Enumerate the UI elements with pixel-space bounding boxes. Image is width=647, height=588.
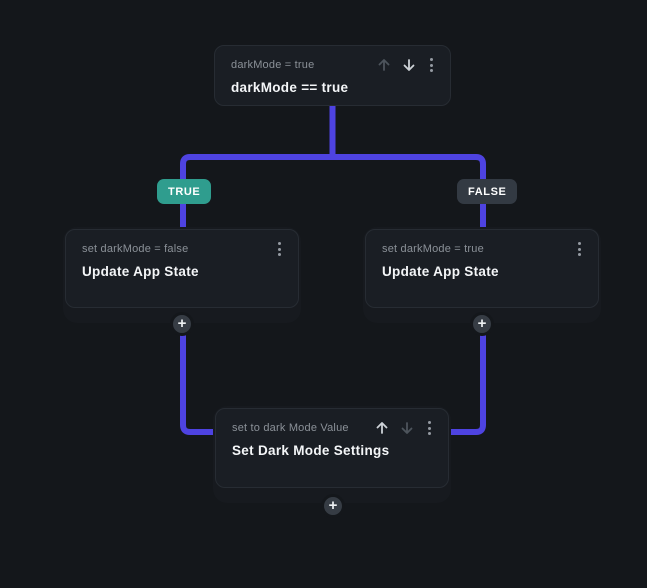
condition-node[interactable]: darkMode = true darkMode == true — [214, 45, 451, 106]
merge-node-title: Set Dark Mode Settings — [232, 443, 390, 458]
move-up-icon[interactable] — [374, 420, 390, 436]
merge-node[interactable]: set to dark Mode Value — [215, 408, 449, 488]
true-branch-node-title: Update App State — [82, 264, 199, 279]
condition-node-title: darkMode == true — [231, 80, 349, 95]
add-action-button-false-branch[interactable]: + — [470, 312, 494, 336]
true-branch-node-wrapper: set darkMode = false Update App State — [63, 227, 301, 323]
false-branch-node-title: Update App State — [382, 264, 499, 279]
condition-node-subtitle: darkMode = true — [231, 59, 315, 71]
true-branch-node-subtitle: set darkMode = false — [82, 243, 189, 255]
connector-group — [180, 106, 486, 435]
connector-false-to-merge — [450, 335, 486, 435]
false-branch-node-wrapper: set darkMode = true Update App State — [363, 227, 601, 323]
false-branch-node[interactable]: set darkMode = true Update App State — [365, 229, 599, 308]
move-up-icon[interactable] — [376, 57, 392, 73]
node-menu-icon[interactable] — [426, 57, 436, 73]
node-menu-icon[interactable] — [574, 241, 584, 257]
true-branch-node[interactable]: set darkMode = false Update App State — [65, 229, 299, 308]
merge-node-subtitle: set to dark Mode Value — [232, 422, 349, 434]
false-branch-badge: FALSE — [457, 179, 518, 204]
connector-true-to-merge — [180, 335, 215, 435]
false-branch-node-subtitle: set darkMode = true — [382, 243, 484, 255]
move-down-icon[interactable] — [399, 420, 415, 436]
true-branch-badge: TRUE — [157, 179, 212, 204]
connector-branch-split — [180, 154, 486, 230]
node-menu-icon[interactable] — [424, 420, 434, 436]
add-action-button-true-branch[interactable]: + — [170, 312, 194, 336]
merge-node-wrapper: set to dark Mode Value — [213, 406, 451, 503]
add-action-button-merge[interactable]: + — [321, 494, 345, 518]
node-menu-icon[interactable] — [274, 241, 284, 257]
move-down-icon[interactable] — [401, 57, 417, 73]
